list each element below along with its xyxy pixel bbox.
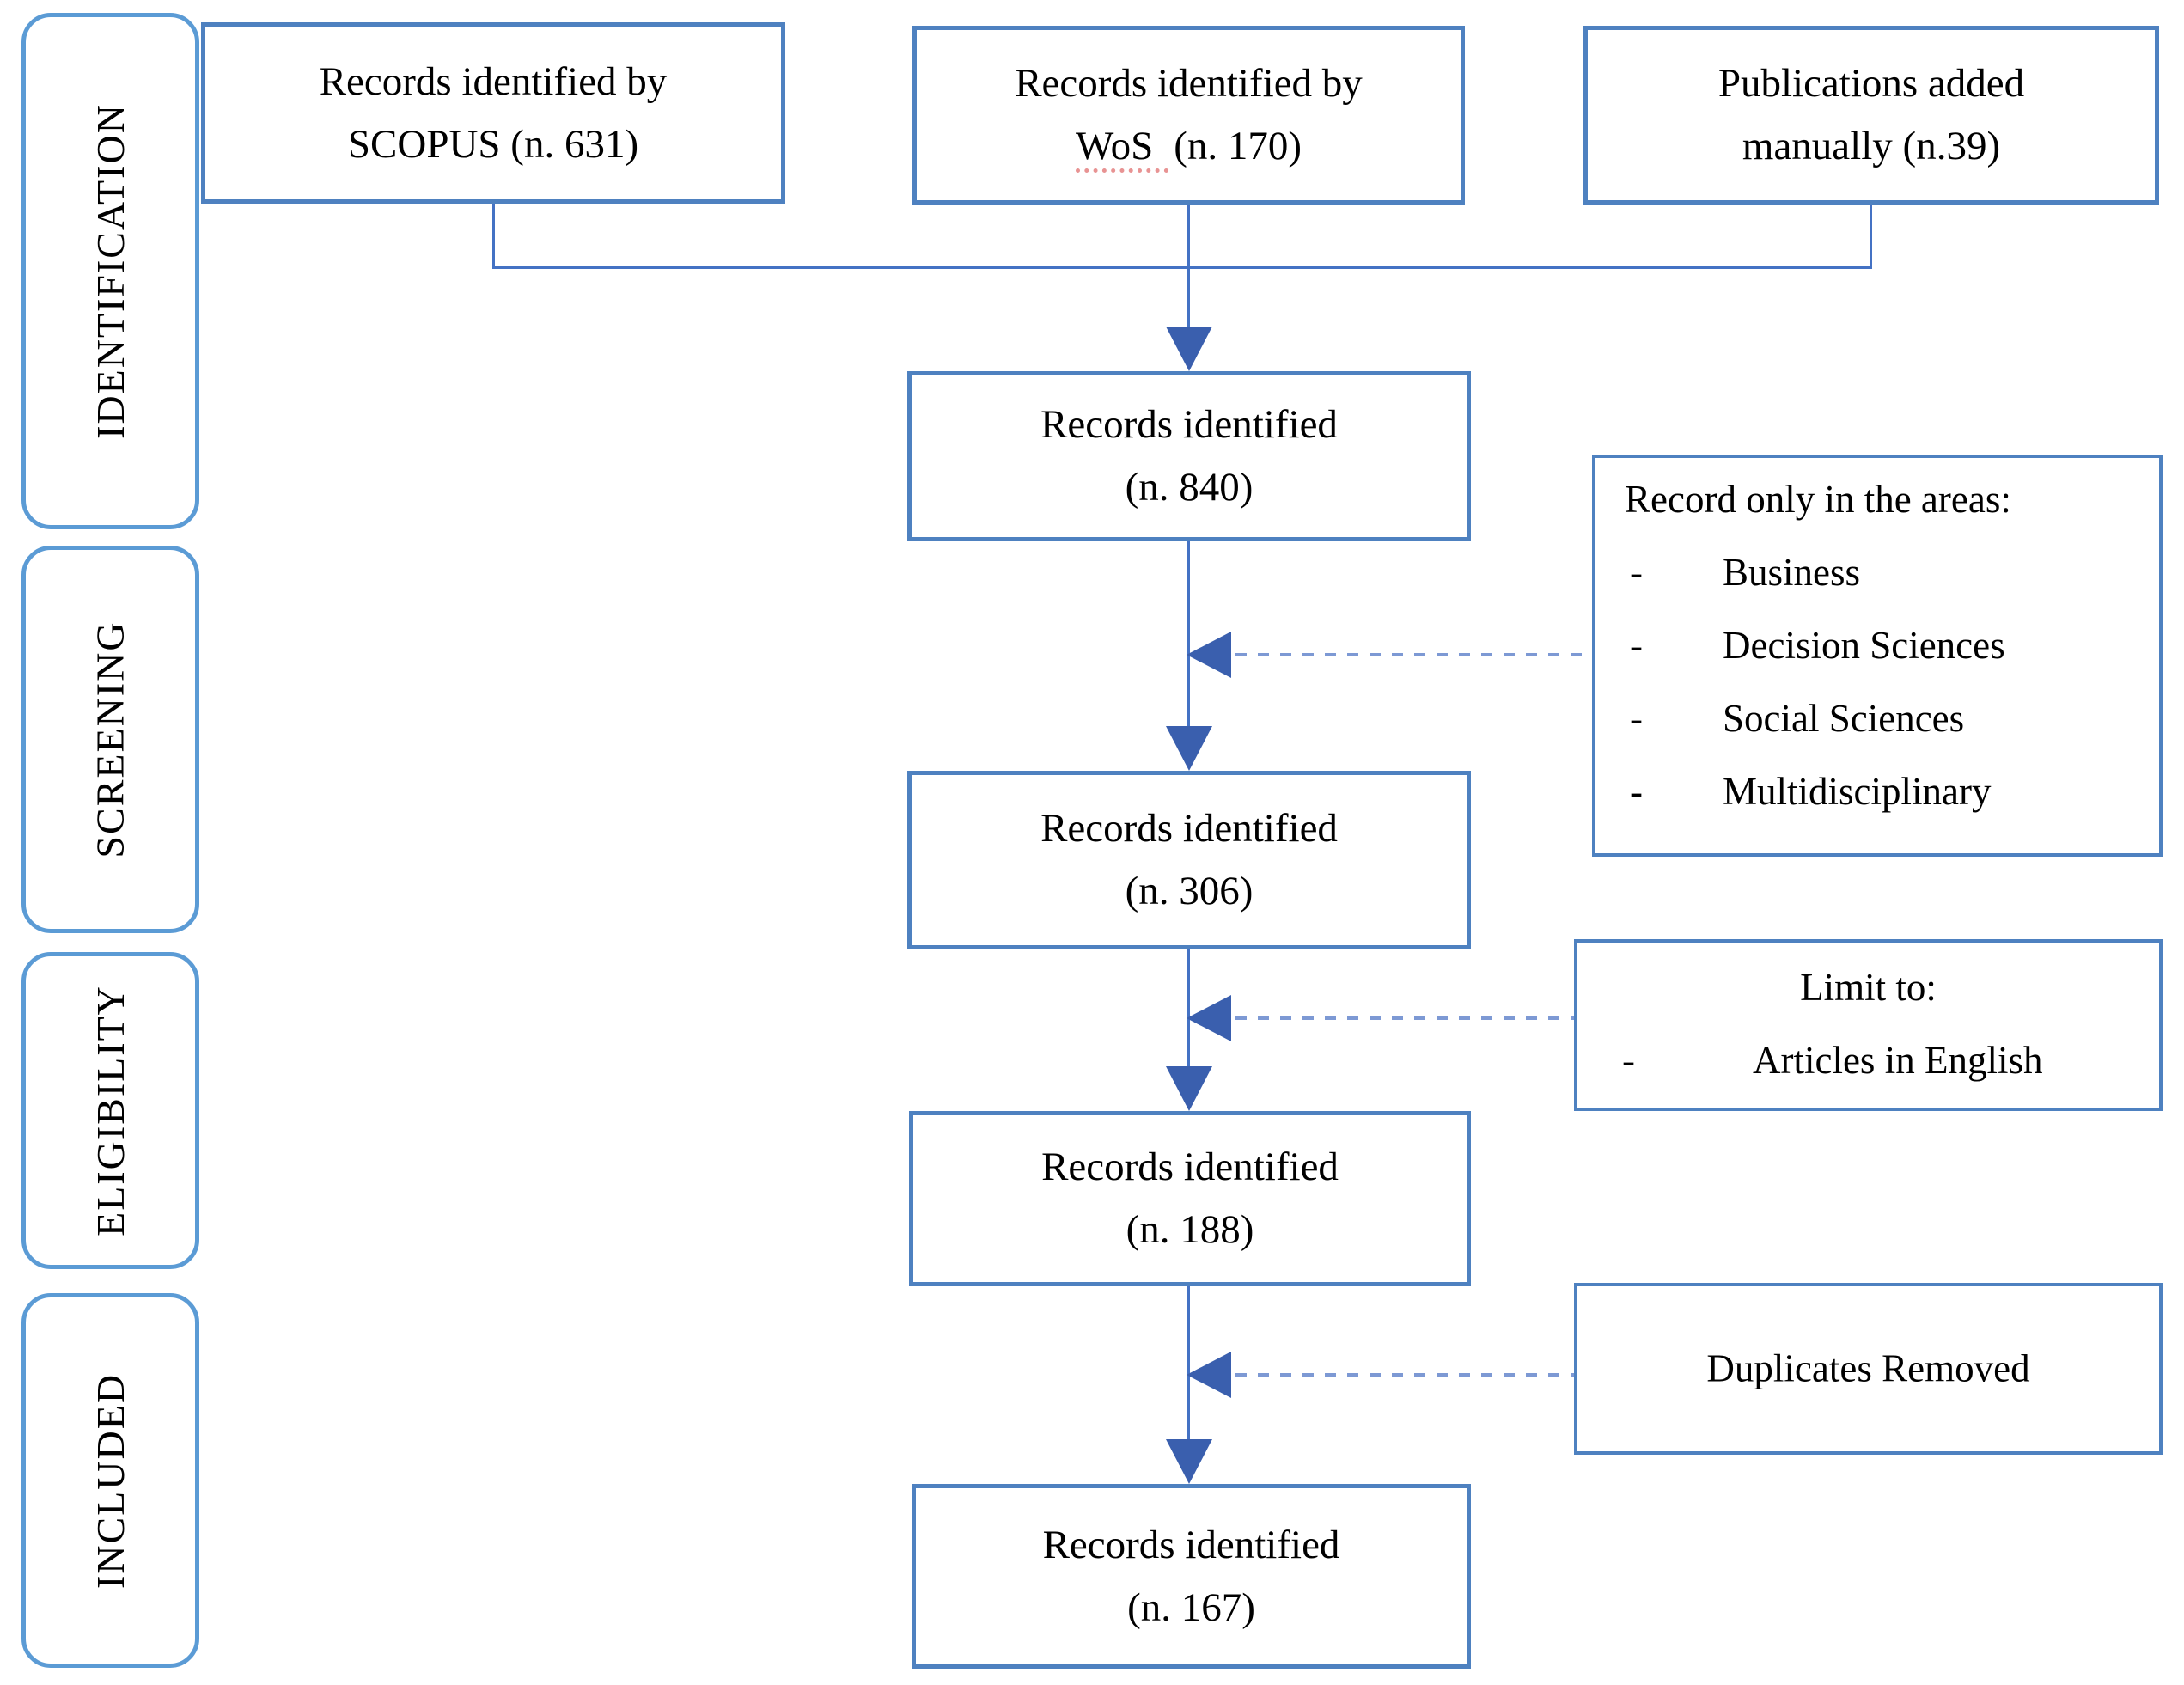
arrowhead-into-167-icon bbox=[1166, 1439, 1212, 1484]
connector-manual-down bbox=[1870, 205, 1872, 269]
source-box-manual: Publications added manually (n.39) bbox=[1583, 26, 2159, 205]
connector-wos-down bbox=[1187, 205, 1190, 332]
dashed-line-limit-filter bbox=[1235, 1016, 1574, 1020]
flow-box-306: Records identified (n. 306) bbox=[907, 771, 1471, 949]
filter-box-duplicates: Duplicates Removed bbox=[1574, 1283, 2163, 1455]
arrowhead-into-188-icon bbox=[1166, 1066, 1212, 1111]
hyphen-bullet: - bbox=[1630, 770, 1643, 813]
filter-areas-heading: Record only in the areas: bbox=[1625, 478, 2011, 521]
wos-word-spellcheck-underline: WoS bbox=[1075, 124, 1169, 173]
source-box-wos: Records identified by WoS(n. 170) bbox=[912, 26, 1465, 205]
connector-merge-horizontal bbox=[492, 266, 1872, 269]
filter-box-limit: Limit to: - Articles in English bbox=[1574, 939, 2163, 1111]
flow-840-line1: Records identified bbox=[1040, 402, 1338, 448]
source-manual-line1: Publications added bbox=[1717, 61, 2025, 107]
flow-box-188: Records identified (n. 188) bbox=[909, 1111, 1471, 1286]
hyphen-bullet: - bbox=[1630, 697, 1643, 740]
source-scopus-line1: Records identified by bbox=[319, 58, 668, 104]
filter-duplicates-heading: Duplicates Removed bbox=[1706, 1346, 2030, 1390]
stage-eligibility-label: ELIGIBILITY bbox=[88, 985, 133, 1236]
source-wos-line2: WoS(n. 170) bbox=[1075, 115, 1302, 178]
stage-included: INCLUDED bbox=[21, 1293, 199, 1668]
filter-areas-list: - Business - Decision Sciences - Social … bbox=[1595, 553, 2159, 811]
dashed-line-duplicates-filter bbox=[1235, 1373, 1574, 1377]
stage-eligibility: ELIGIBILITY bbox=[21, 952, 199, 1269]
wos-count: (n. 170) bbox=[1174, 124, 1302, 168]
filter-areas-item-decision-sciences: Decision Sciences bbox=[1723, 624, 2005, 667]
filter-areas-item-social-sciences: Social Sciences bbox=[1723, 697, 1965, 740]
stage-screening: SCREENING bbox=[21, 546, 199, 933]
filter-limit-list: - Articles in English bbox=[1577, 1041, 2159, 1080]
filter-areas-item-business: Business bbox=[1723, 551, 1861, 594]
arrowhead-into-306-icon bbox=[1166, 726, 1212, 771]
list-item: - Decision Sciences bbox=[1595, 626, 2159, 665]
source-manual-line2: manually (n.39) bbox=[1742, 124, 2001, 168]
filter-limit-heading: Limit to: bbox=[1800, 966, 1937, 1009]
list-item: - Social Sciences bbox=[1595, 699, 2159, 738]
stage-identification-label: IDENTIFICATION bbox=[88, 103, 132, 439]
flow-188-count: (n. 188) bbox=[1126, 1207, 1254, 1252]
arrowhead-areas-filter-icon bbox=[1187, 632, 1231, 678]
arrowhead-limit-filter-icon bbox=[1187, 995, 1231, 1041]
hyphen-bullet: - bbox=[1630, 551, 1643, 594]
list-item: - Business bbox=[1595, 553, 2159, 592]
arrowhead-into-840-icon bbox=[1166, 327, 1212, 371]
stage-screening-label: SCREENING bbox=[88, 620, 132, 858]
flow-box-167: Records identified (n. 167) bbox=[912, 1484, 1471, 1669]
flow-188-line1: Records identified bbox=[1041, 1145, 1339, 1190]
source-scopus-line2: SCOPUS (n. 631) bbox=[347, 121, 639, 167]
stage-identification: IDENTIFICATION bbox=[21, 13, 199, 529]
filter-limit-item-english: Articles in English bbox=[1753, 1039, 2043, 1082]
hyphen-bullet: - bbox=[1630, 624, 1643, 667]
flow-306-count: (n. 306) bbox=[1125, 869, 1254, 913]
flow-306-line1: Records identified bbox=[1040, 806, 1338, 852]
arrowhead-duplicates-filter-icon bbox=[1187, 1352, 1231, 1398]
list-item: - Articles in English bbox=[1577, 1041, 2159, 1080]
hyphen-bullet: - bbox=[1622, 1039, 1635, 1082]
list-item: - Multidisciplinary bbox=[1595, 772, 2159, 811]
flow-167-line1: Records identified bbox=[1042, 1522, 1340, 1567]
source-box-scopus: Records identified by SCOPUS (n. 631) bbox=[201, 22, 785, 204]
flow-167-count: (n. 167) bbox=[1127, 1584, 1255, 1630]
flow-box-840: Records identified (n. 840) bbox=[907, 371, 1471, 541]
source-wos-line1: Records identified by bbox=[1015, 61, 1363, 107]
dashed-line-areas-filter bbox=[1235, 653, 1592, 656]
connector-scopus-down bbox=[492, 204, 495, 269]
flow-840-count: (n. 840) bbox=[1125, 465, 1254, 510]
stage-included-label: INCLUDED bbox=[88, 1372, 133, 1589]
filter-areas-item-multidisciplinary: Multidisciplinary bbox=[1723, 770, 1992, 813]
filter-box-areas: Record only in the areas: - Business - D… bbox=[1592, 455, 2163, 857]
